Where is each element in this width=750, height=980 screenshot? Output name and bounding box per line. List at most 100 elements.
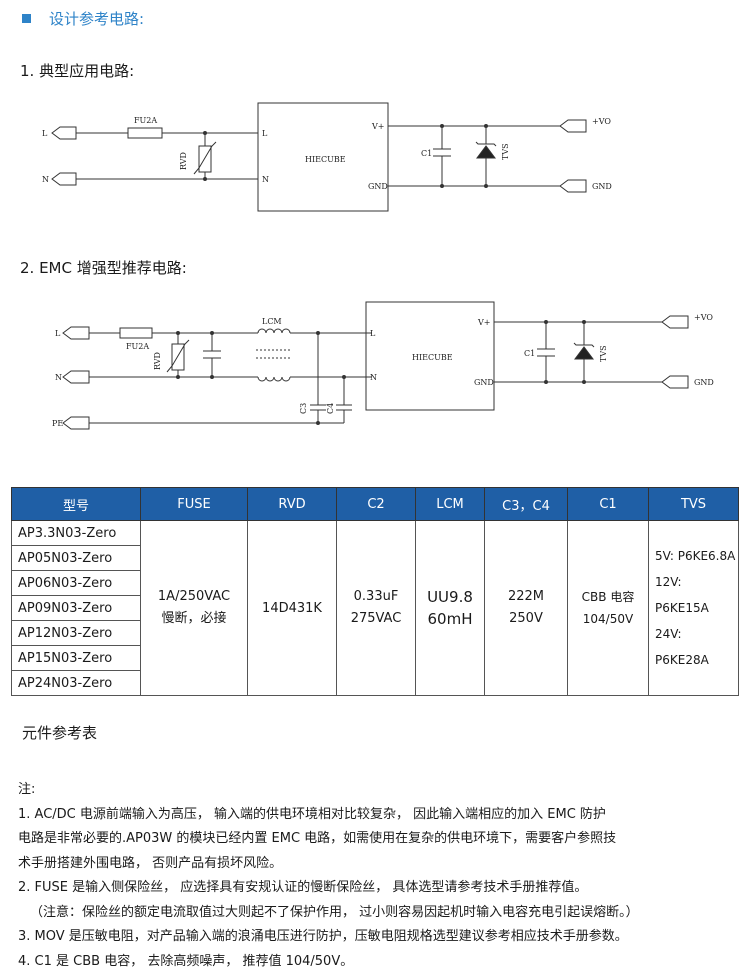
label-c1: C1 [524, 349, 535, 358]
label-l: L [55, 329, 61, 338]
table-row: AP24N03-Zero [11, 670, 739, 696]
gnd-output-connector [559, 179, 587, 193]
table-caption: 元件参考表 [22, 724, 98, 742]
label-fuse: FU2A [126, 342, 149, 351]
label-c1: C1 [421, 149, 432, 158]
label-pe: PE [52, 419, 63, 428]
lcm-inductance: 60mH [427, 610, 473, 628]
label-l: L [42, 129, 48, 138]
tvs-diode-symbol [476, 145, 496, 159]
label-fuse: FU2A [134, 116, 157, 125]
model-cell: AP15N03-Zero [11, 645, 141, 671]
col-header-fuse: FUSE [140, 487, 248, 521]
lcm-coil-bottom [257, 376, 291, 382]
typical-circuit-diagram: L N FU2A RVD HIECUBE L N V+ GND C1 TVS +… [42, 102, 612, 212]
col-header-c2: C2 [336, 487, 416, 521]
fuse-note: 慢断，必接 [161, 611, 227, 626]
label-module: HIECUBE [305, 155, 346, 164]
col-header-lcm: LCM [415, 487, 485, 521]
c1-cell: CBB 电容 104/50V [567, 520, 649, 696]
module-box [365, 301, 495, 411]
label-c3: C3 [299, 403, 308, 414]
note-line: （注意：保险丝的额定电流取值过大则起不了保护作用， 过小则容易因起机时输入电容充… [30, 904, 639, 920]
note-line: 3. MOV 是压敏电阻，对产品输入端的浪涌电压进行防护，压敏电阻规格选型建议参… [18, 929, 628, 944]
notes-block: 注: 1. AC/DC 电源前端输入为高压， 输入端的供电环境相对比较复杂， 因… [18, 778, 733, 974]
pin-l: L [262, 129, 268, 138]
table-row: AP15N03-Zero [11, 645, 739, 671]
label-vo: +VO [694, 313, 713, 322]
circuit1-heading: 1. 典型应用电路: [20, 62, 135, 80]
table-row: AP05N03-Zero [11, 545, 739, 571]
label-rvd: RVD [153, 352, 162, 370]
note-line: 术手册搭建外围电路， 否则产品有损坏风险。 [18, 855, 283, 871]
circuit2-heading: 2. EMC 增强型推荐电路: [20, 259, 187, 277]
pin-l: L [370, 329, 376, 338]
col-header-model: 型号 [11, 487, 141, 521]
c3c4-cell: 222M 250V [484, 520, 568, 696]
pin-vplus: V+ [477, 318, 490, 327]
pin-vplus: V+ [371, 122, 384, 131]
square-bullet-icon [22, 14, 31, 23]
label-n: N [55, 373, 62, 382]
rvd-cell: 14D431K [247, 520, 337, 696]
note-line: 电路是非常必要的.AP03W 的模块已经内置 EMC 电路，如需使用在复杂的供电… [18, 831, 617, 846]
fuse-rating: 1A/250VAC [157, 589, 231, 604]
vo-output-connector [559, 119, 587, 133]
col-header-rvd: RVD [247, 487, 337, 521]
notes-title: 注: [18, 782, 36, 797]
c2-cell: 0.33uF 275VAC [336, 520, 416, 696]
n-input-connector [62, 370, 90, 384]
model-cell: AP3.3N03-Zero [11, 520, 141, 546]
lcm-coil-top [257, 328, 291, 334]
n-input-connector [51, 172, 77, 186]
tvs-cell: 5V: P6KE6.8A 12V: P6KE15A 24V: P6KE28A [648, 520, 739, 696]
label-c4: C4 [326, 403, 335, 414]
l-input-connector [51, 126, 77, 140]
c1-value: 104/50V [582, 612, 634, 626]
table-row: AP3.3N03-Zero 1A/250VAC 慢断，必接 14D431K 0.… [11, 520, 739, 696]
col-header-c3c4: C3，C4 [484, 487, 568, 521]
fuse-symbol [119, 327, 153, 339]
label-vo: +VO [592, 117, 611, 126]
label-tvs: TVS [599, 345, 608, 362]
label-n: N [42, 175, 49, 184]
lcm-cell: UU9.8 60mH [415, 520, 485, 696]
section-title: 设计参考电路: [49, 10, 145, 28]
fuse-symbol [127, 127, 163, 139]
module-box [257, 102, 389, 212]
c3c4-value: 222M [507, 589, 545, 604]
emc-circuit-diagram: L N PE FU2A RVD LCM C3 C4 HIECUBE L N V+… [52, 301, 714, 430]
note-line: 1. AC/DC 电源前端输入为高压， 输入端的供电环境相对比较复杂， 因此输入… [18, 806, 606, 822]
label-gnd-out: GND [694, 378, 714, 387]
col-header-tvs: TVS [648, 487, 739, 521]
table-row: AP06N03-Zero [11, 570, 739, 596]
tvs-diode-symbol [574, 346, 594, 360]
c2-value: 0.33uF [353, 589, 399, 604]
pin-n: N [262, 175, 269, 184]
vo-output-connector [661, 315, 689, 329]
lcm-type: UU9.8 [427, 588, 473, 606]
label-rvd: RVD [179, 152, 188, 170]
l-input-connector [62, 326, 90, 340]
fuse-cell: 1A/250VAC 慢断，必接 [140, 520, 248, 696]
model-cell: AP09N03-Zero [11, 595, 141, 621]
component-table: 型号 FUSE RVD C2 LCM C3，C4 C1 TVS AP3.3N03… [11, 487, 739, 696]
table-header-row: 型号 FUSE RVD C2 LCM C3，C4 C1 TVS [11, 487, 739, 521]
model-cell: AP24N03-Zero [11, 670, 141, 696]
col-header-c1: C1 [567, 487, 649, 521]
model-cell: AP05N03-Zero [11, 545, 141, 571]
gnd-output-connector [661, 375, 689, 389]
tvs-24v: 24V: P6KE28A [655, 627, 709, 667]
c1-type: CBB 电容 [581, 590, 635, 604]
model-cell: AP06N03-Zero [11, 570, 141, 596]
note-line: 2. FUSE 是输入侧保险丝， 应选择具有安规认证的慢断保险丝， 具体选型请参… [18, 880, 588, 895]
label-tvs: TVS [501, 143, 510, 160]
c3c4-voltage: 250V [509, 611, 543, 626]
label-gnd-out: GND [592, 182, 612, 191]
c2-voltage: 275VAC [350, 611, 402, 626]
pin-gnd: GND [368, 182, 388, 191]
table-row: AP12N03-Zero [11, 620, 739, 646]
tvs-5v: 5V: P6KE6.8A [655, 549, 736, 563]
pin-n: N [370, 373, 377, 382]
label-module: HIECUBE [412, 353, 453, 362]
